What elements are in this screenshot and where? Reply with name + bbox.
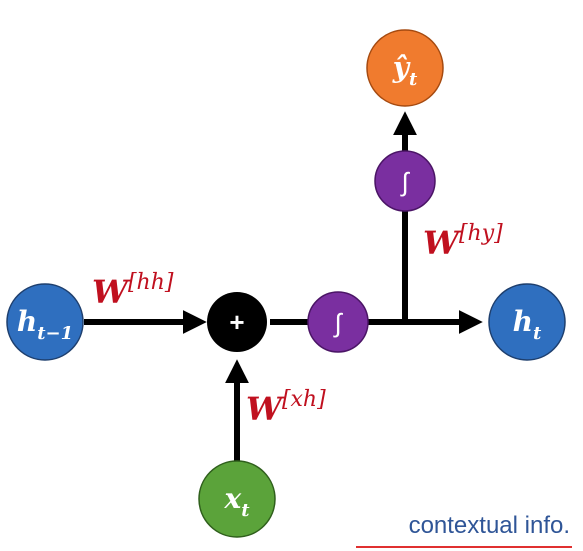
h-t-sub: t: [533, 323, 542, 344]
h-prev-sub: t−1: [37, 323, 73, 344]
connections: [84, 111, 483, 462]
node-activation-output: ∫: [374, 150, 436, 212]
sum-symbol: +: [229, 307, 244, 337]
node-h-t: ht: [488, 283, 566, 361]
contextual-info-caption: contextual info.: [409, 512, 570, 539]
weight-xh-sup: [xh]: [282, 387, 326, 412]
h-prev-base: h: [17, 305, 37, 338]
x-t-base: x: [223, 482, 241, 515]
x-t-sub: t: [241, 500, 250, 521]
weight-label-xh: W[xh]: [246, 387, 326, 428]
activation-output-symbol: ∫: [399, 167, 410, 197]
h-t-base: h: [513, 305, 533, 338]
svg-text:xt: xt: [223, 482, 250, 521]
weight-hy-sup: [hy]: [459, 221, 503, 246]
y-hat-sub: t: [409, 69, 418, 90]
weight-hh-sup: [hh]: [128, 270, 174, 295]
weight-hy-base: W: [423, 224, 462, 262]
activation-hidden-symbol: ∫: [332, 308, 343, 338]
node-h-prev: ht−1: [6, 283, 84, 361]
y-hat-base: ŷ: [392, 51, 411, 84]
weight-label-hh: W[hh]: [92, 270, 174, 311]
weight-label-hy: W[hy]: [423, 221, 503, 262]
node-y-hat: ŷt: [366, 29, 444, 107]
svg-text:ŷt: ŷt: [392, 51, 418, 90]
weight-xh-base: W: [246, 390, 285, 428]
svg-text:ht−1: ht−1: [17, 305, 73, 344]
node-x-t: xt: [198, 460, 276, 538]
node-sum: +: [207, 292, 267, 352]
svg-text:ht: ht: [513, 305, 542, 344]
weight-hh-base: W: [92, 273, 131, 311]
node-activation-hidden: ∫: [307, 291, 369, 353]
